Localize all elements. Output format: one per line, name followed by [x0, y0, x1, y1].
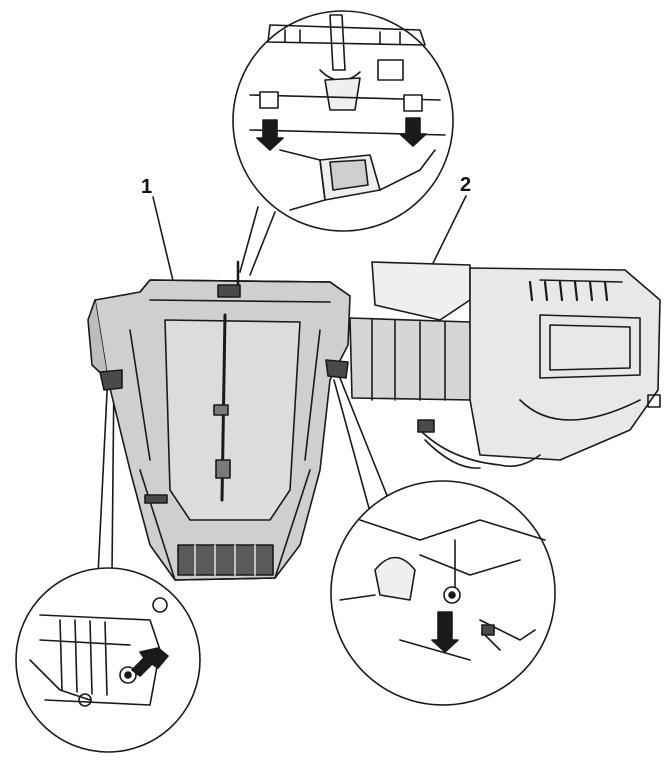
- detail-view-top: [232, 10, 454, 232]
- blower-assembly: [349, 261, 661, 469]
- heater-housing: [87, 260, 351, 581]
- detail-view-bottom-left: [15, 567, 201, 753]
- detail-view-bottom-right: [330, 480, 556, 706]
- callout-label-2: 2: [460, 174, 472, 196]
- leader-lines: [97, 195, 467, 576]
- callout-label-1: 1: [141, 176, 153, 198]
